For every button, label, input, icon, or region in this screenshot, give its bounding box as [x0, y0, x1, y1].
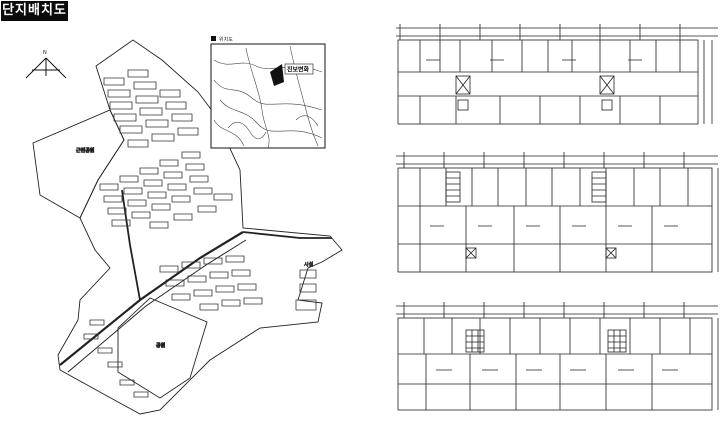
- north-label: N: [43, 50, 47, 56]
- housing-blocks-north: [103, 69, 199, 148]
- east-facility: 시설: [295, 261, 317, 311]
- location-map-title: 위치도: [219, 36, 233, 43]
- svg-text:공원: 공원: [156, 342, 166, 349]
- page-title: 단지배치도: [1, 1, 68, 21]
- housing-blocks-south: [83, 255, 263, 398]
- svg-text:시설: 시설: [304, 261, 314, 268]
- housing-blocks-middle: [99, 151, 233, 229]
- floor-plan-1: [396, 24, 718, 125]
- north-arrow-icon: [25, 57, 67, 79]
- floor-plan-3: [396, 302, 719, 411]
- site-label: 진보변화: [287, 66, 310, 74]
- floor-plan-2: [396, 152, 719, 273]
- svg-text:근린공원: 근린공원: [76, 147, 95, 154]
- location-map: 위치도 진보변화: [210, 36, 326, 149]
